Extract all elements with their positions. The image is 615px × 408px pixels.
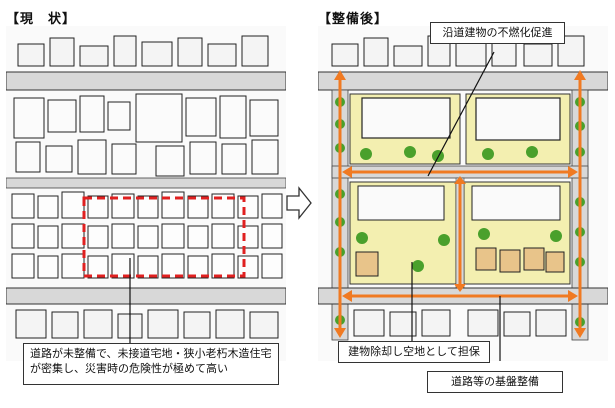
fireproofing-note: 沿道建物の不燃化促進: [430, 22, 565, 44]
right-arrow-icon: [286, 186, 312, 220]
infrastructure-note: 道路等の基盤整備: [427, 371, 563, 393]
narrow-lane: [6, 178, 286, 188]
current-state-illustration: [6, 26, 286, 361]
after-improvement-illustration: [318, 26, 608, 361]
current-state-heading: 【現 状】: [6, 8, 76, 27]
top-road: [6, 72, 286, 90]
dense-houses: [12, 192, 282, 278]
current-state-description: 道路が未整備で、未接道宅地・狭小老朽木造住宅が密集し、災害時の危険性が極めて高い: [23, 343, 279, 385]
bottom-road: [6, 288, 286, 304]
open-space-note: 建物除却し空地として担保: [338, 341, 490, 363]
top-road: [318, 72, 608, 90]
after-improvement-heading: 【整備後】: [318, 8, 388, 27]
